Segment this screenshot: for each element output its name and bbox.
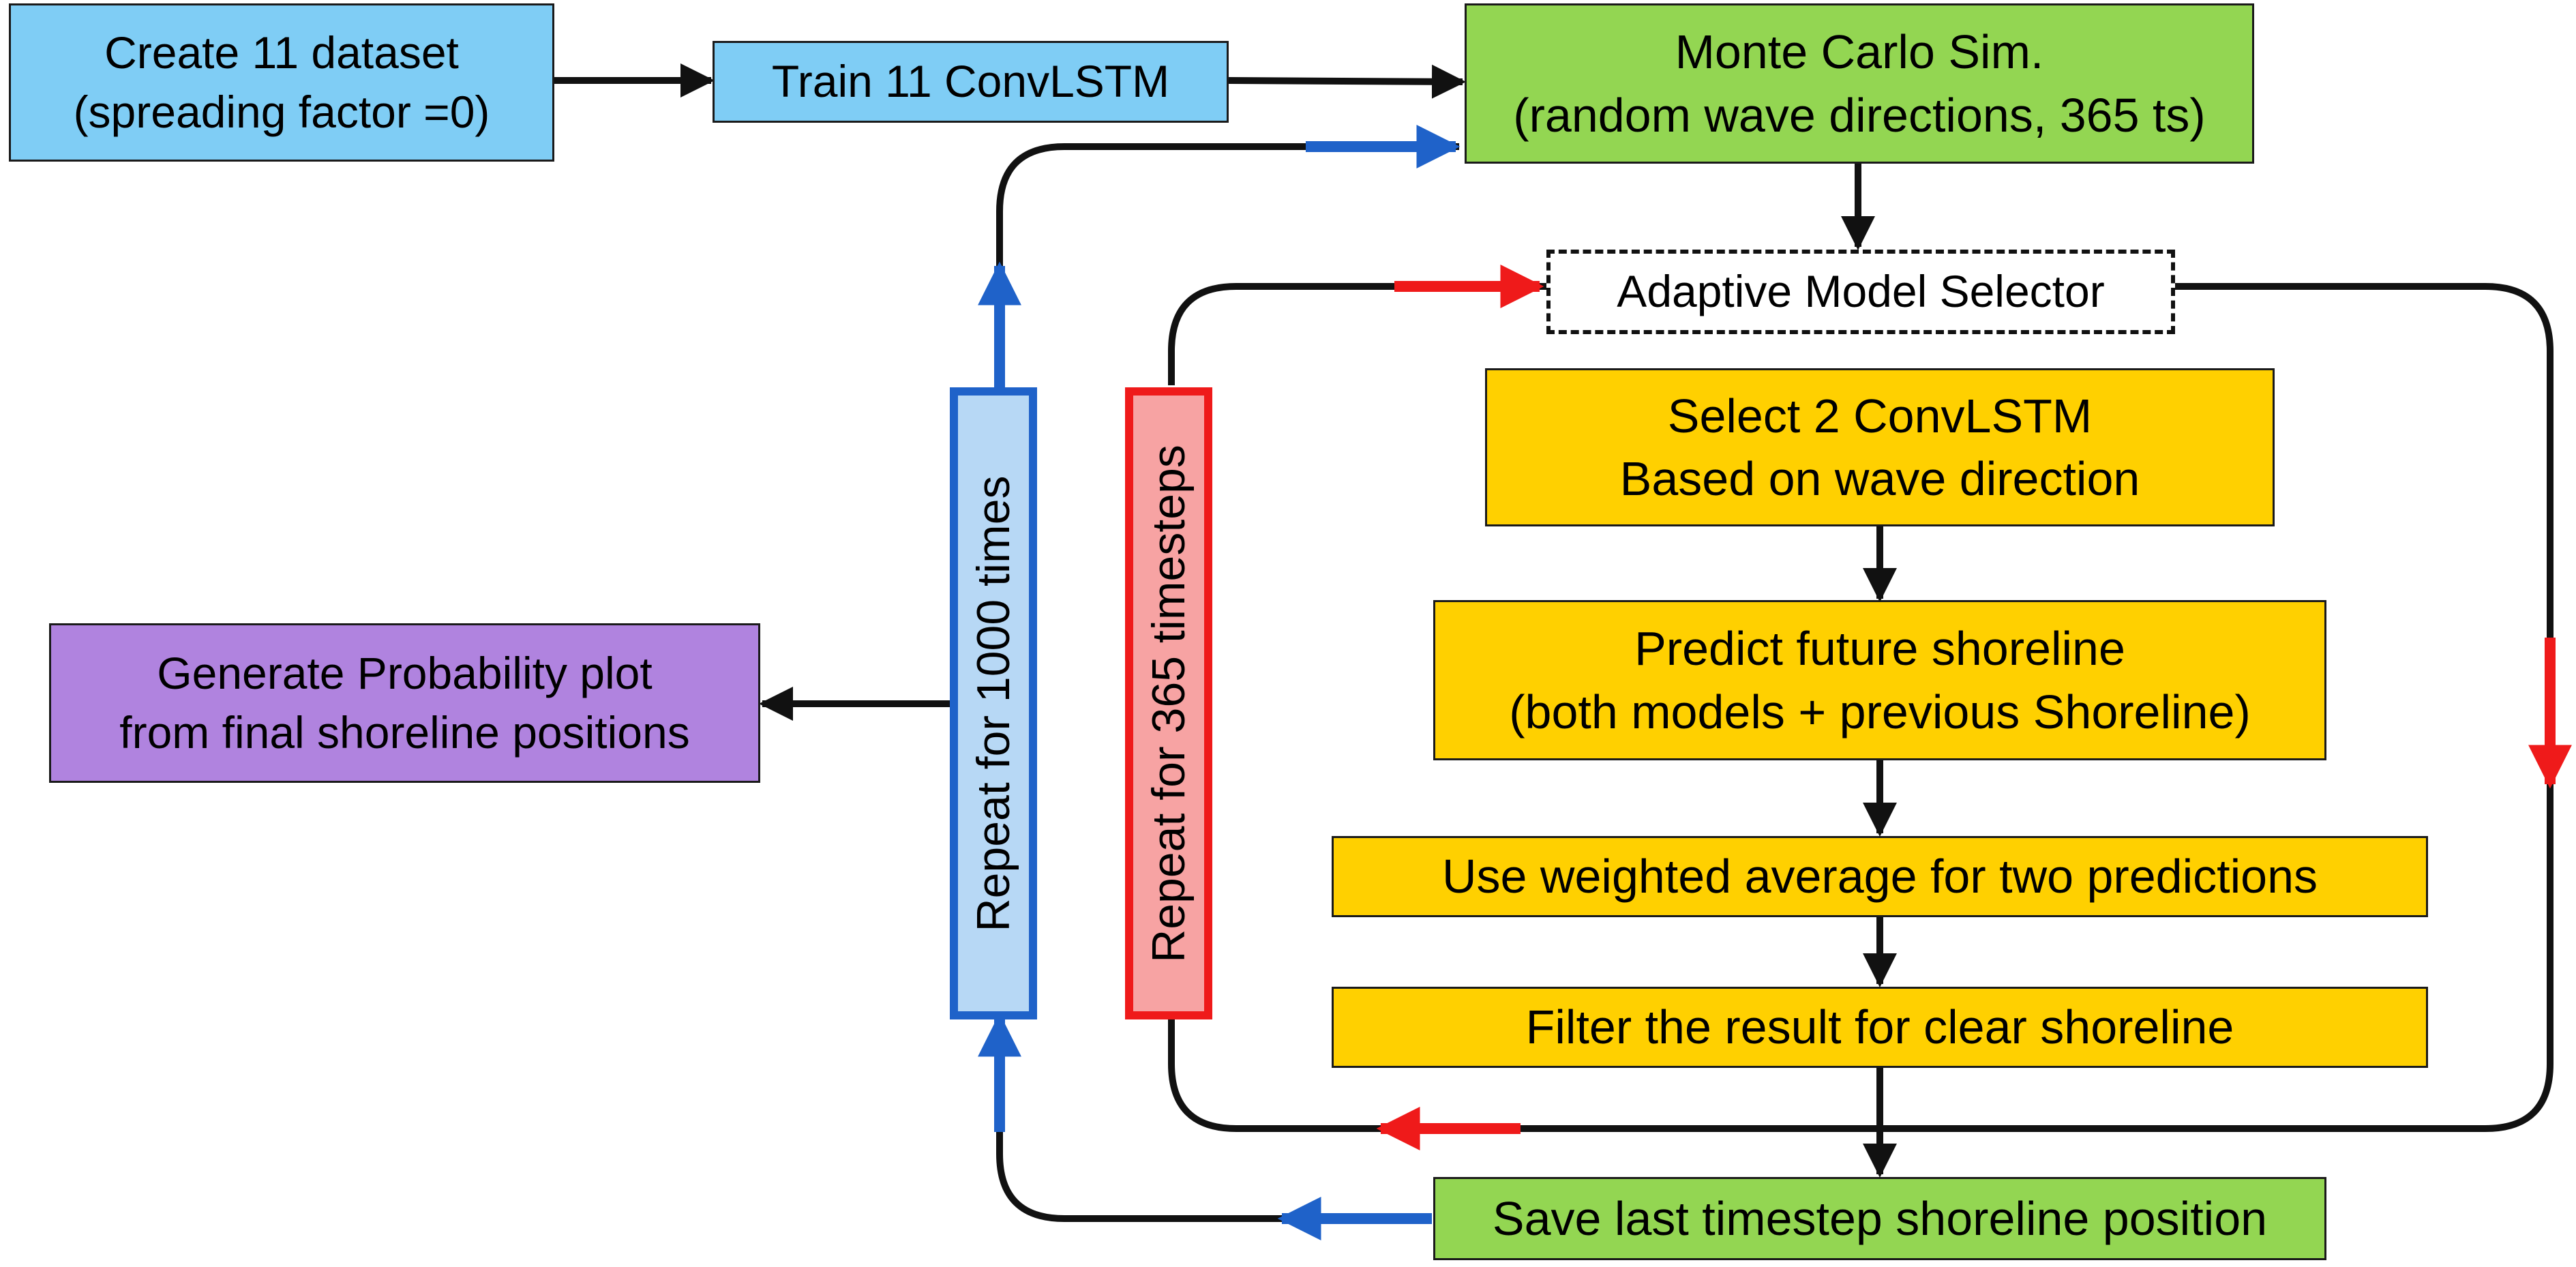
probability-plot-node: Generate Probability plot from final sho… [49,623,760,783]
node-line: (random wave directions, 365 ts) [1513,88,2206,142]
predict-shoreline-node: Predict future shoreline (both models + … [1433,600,2326,760]
outer-loop-label-box: Repeat for 1000 times [950,387,1037,1019]
create-dataset-node: Create 11 dataset (spreading factor =0) [9,3,554,162]
node-line: Select 2 ConvLSTM [1667,389,2093,443]
inner-loop-label: Repeat for 365 timesteps [1143,444,1195,963]
adaptive-model-selector-node: Adaptive Model Selector [1546,250,2175,334]
node-line: Create 11 dataset [104,27,459,78]
node-line: Adaptive Model Selector [1617,266,2105,317]
node-line: Save last timestep shoreline position [1492,1191,2268,1245]
node-line: from final shoreline positions [119,707,690,758]
outer-loop-path [996,143,1459,387]
filter-result-node: Filter the result for clear shoreline [1332,987,2428,1068]
monte-carlo-node: Monte Carlo Sim. (random wave directions… [1465,3,2254,164]
node-line: Use weighted average for two predictions [1441,850,2318,904]
outer-loop-path [996,1019,1432,1222]
node-line: Train 11 ConvLSTM [771,56,1170,107]
node-line: (both models + previous Shoreline) [1509,685,2251,739]
inner-loop-path [1168,283,1546,385]
save-shoreline-node: Save last timestep shoreline position [1433,1177,2326,1260]
arrow-train-to-montecarlo [1228,64,1466,99]
outer-loop-label: Repeat for 1000 times [968,475,1019,932]
inner-loop-label-box: Repeat for 365 timesteps [1125,387,1212,1019]
node-line: Based on wave direction [1619,452,2140,505]
inner-loop-path [1168,283,2553,1132]
node-line: Filter the result for clear shoreline [1525,1000,2234,1054]
node-line: Monte Carlo Sim. [1675,25,2044,79]
weighted-average-node: Use weighted average for two predictions [1332,836,2428,917]
select-convlstm-node: Select 2 ConvLSTM Based on wave directio… [1485,368,2275,526]
node-line: Predict future shoreline [1634,622,2125,676]
node-line: (spreading factor =0) [73,87,490,137]
train-convlstm-node: Train 11 ConvLSTM [713,41,1229,123]
node-line: Generate Probability plot [157,647,653,698]
